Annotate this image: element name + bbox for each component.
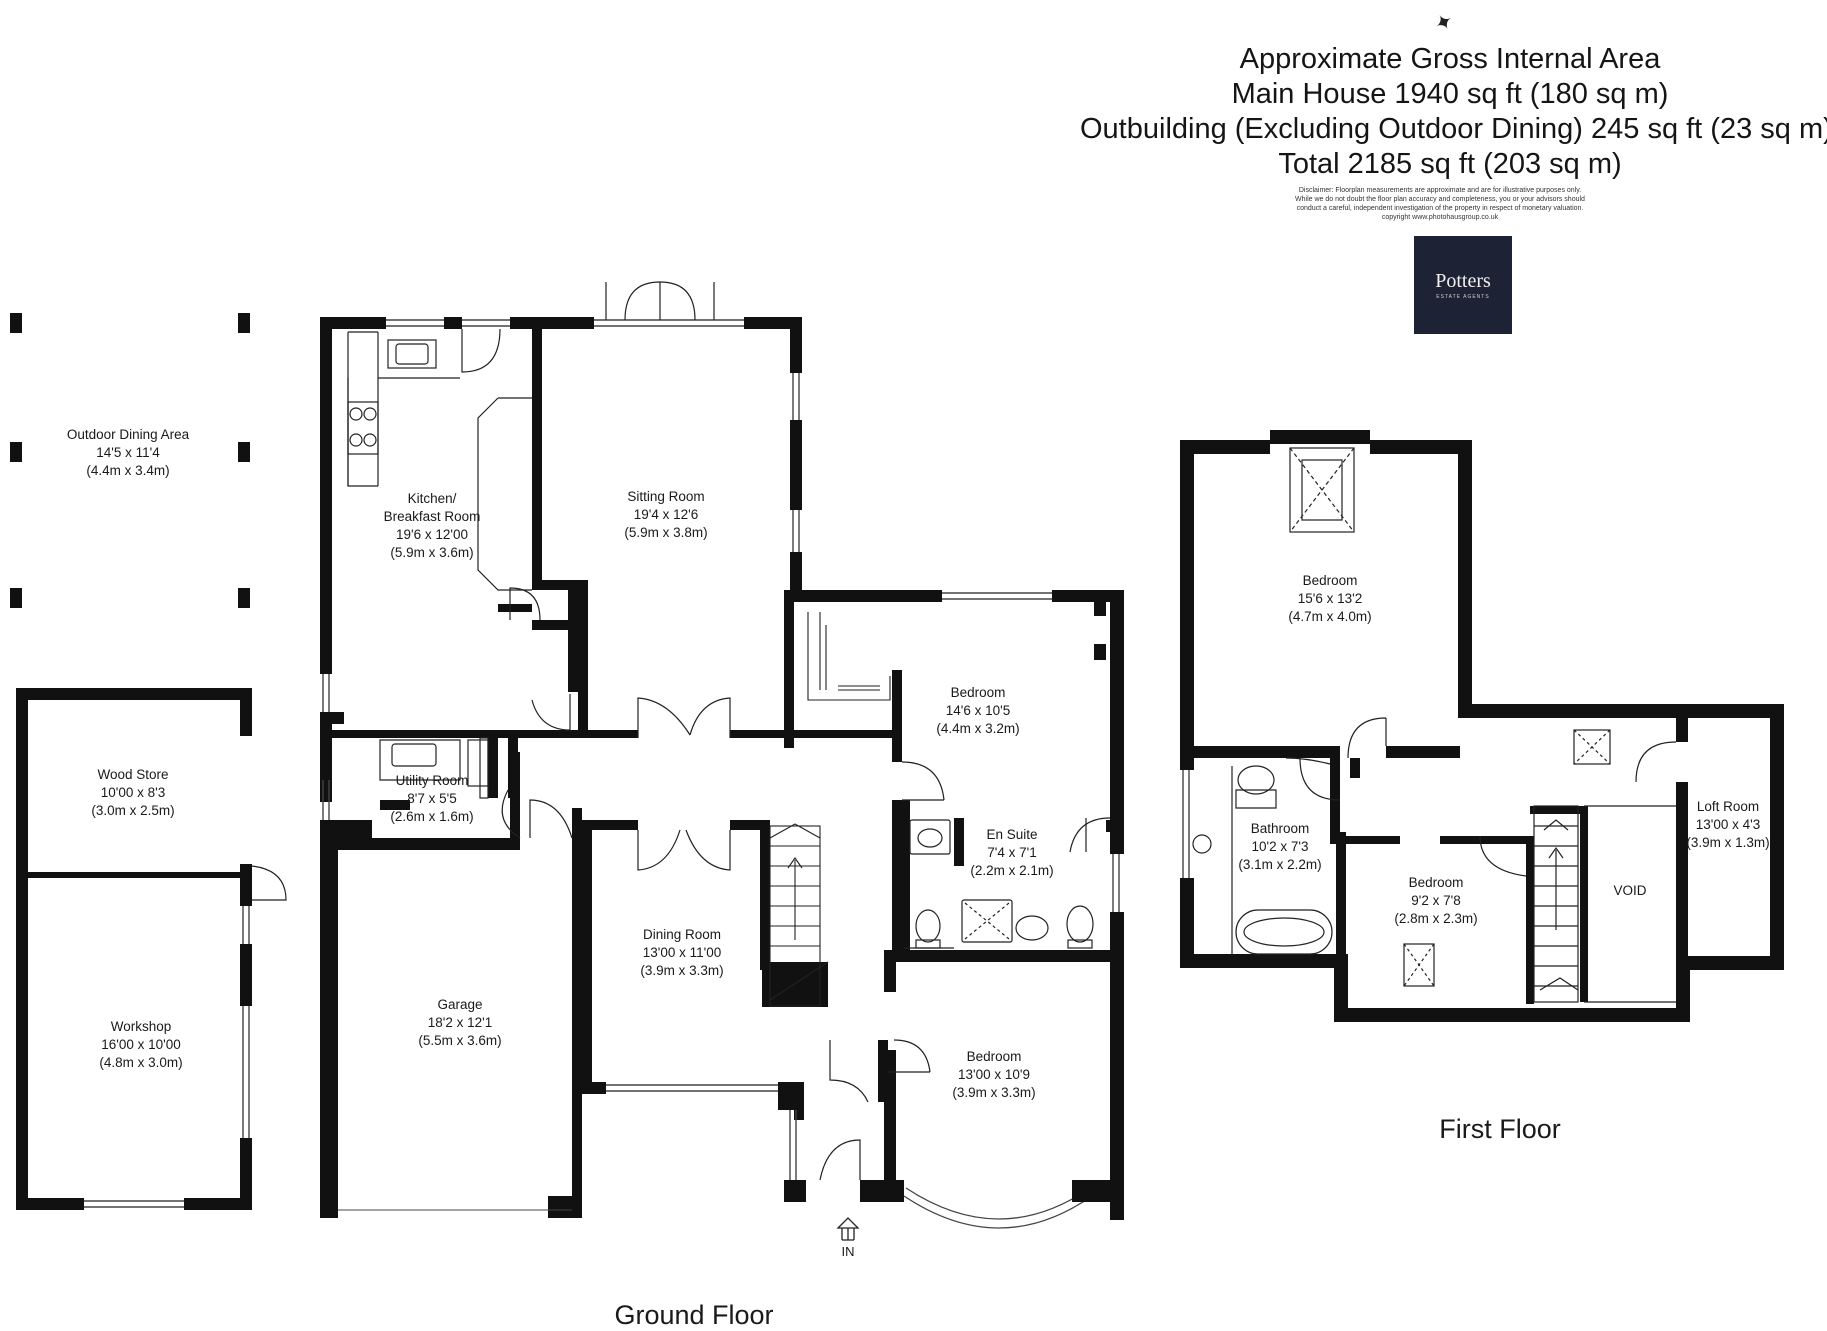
room-wood-store: Wood Store 10'00 x 8'3 (3.0m x 2.5m) [91,766,174,820]
dining-post [238,313,250,333]
room-dimensions-metric: (4.4m x 3.4m) [86,463,170,478]
room-dimensions-metric: (4.7m x 4.0m) [1288,609,1372,624]
room-name: En Suite [986,827,1038,842]
room-bedroom-ground-2: Bedroom 13'00 x 10'9 (3.9m x 3.3m) [952,1048,1035,1102]
room-sitting: Sitting Room 19'4 x 12'6 (5.9m x 3.8m) [624,488,707,542]
room-void: VOID [1613,882,1646,900]
disclaimer-line: Disclaimer: Floorplan measurements are a… [1298,187,1582,194]
outbuilding-area: Outbuilding (Excluding Outdoor Dining) 2… [1080,113,1827,145]
room-name: Garage [437,997,483,1012]
room-dimensions-imperial: 16'00 x 10'00 [101,1037,181,1052]
room-bathroom: Bathroom 10'2 x 7'3 (3.1m x 2.2m) [1238,820,1321,874]
room-dimensions-metric: (5.9m x 3.8m) [624,525,708,540]
room-dimensions-imperial: 14'6 x 10'5 [945,703,1011,718]
room-dining: Dining Room 13'00 x 11'00 (3.9m x 3.3m) [640,926,723,980]
ground-floor-label: Ground Floor [614,1300,774,1330]
room-name: Dining Room [642,927,722,942]
room-dimensions-metric: (2.8m x 2.3m) [1394,911,1478,926]
room-dimensions-imperial: 15'6 x 13'2 [1297,591,1363,606]
area-summary: Approximate Gross Internal Area Main Hou… [1080,42,1827,182]
room-bedroom-first-1: Bedroom 15'6 x 13'2 (4.7m x 4.0m) [1288,572,1371,626]
room-dimensions-imperial: 10'00 x 8'3 [100,785,166,800]
room-dimensions-metric: (4.4m x 3.2m) [936,721,1020,736]
room-outdoor-dining: Outdoor Dining Area 14'5 x 11'4 (4.4m x … [67,426,189,480]
total-area: Total 2185 sq ft (203 sq m) [1278,148,1622,180]
disclaimer-line: conduct a careful, independent investiga… [1296,205,1584,212]
entrance-label: IN [841,1244,855,1259]
room-utility: Utility Room 8'7 x 5'5 (2.6m x 1.6m) [390,772,473,826]
room-name: Outdoor Dining Area [66,427,190,442]
room-dimensions-imperial: 18'2 x 12'1 [427,1015,493,1030]
logo-subtext: ESTATE AGENTS [1436,294,1490,300]
dining-post [238,588,250,608]
room-name: Loft Room [1696,799,1760,814]
room-dimensions-metric: (3.9m x 3.3m) [952,1085,1036,1100]
room-dimensions-imperial: 8'7 x 5'5 [407,791,457,806]
room-dimensions-metric: (3.0m x 2.5m) [91,803,175,818]
logo-text: Potters [1435,270,1491,292]
room-name: Bedroom [1408,875,1464,890]
room-dimensions-imperial: 9'2 x 7'8 [1411,893,1461,908]
room-name: Wood Store [97,767,169,782]
room-dimensions-metric: (3.9m x 3.3m) [640,963,724,978]
room-dimensions-metric: (3.9m x 1.3m) [1686,835,1770,850]
potters-logo: Potters ESTATE AGENTS [1414,236,1512,334]
room-kitchen: Kitchen/ Breakfast Room 19'6 x 12'00 (5.… [384,490,481,562]
dining-post [10,588,22,608]
room-dimensions-imperial: 10'2 x 7'3 [1251,839,1309,854]
disclaimer: Disclaimer: Floorplan measurements are a… [1230,186,1650,222]
first-floor-label: First Floor [1439,1114,1561,1144]
room-name: Bedroom [950,685,1006,700]
room-bedroom-first-2: Bedroom 9'2 x 7'8 (2.8m x 2.3m) [1394,874,1477,928]
room-bedroom-ground-1: Bedroom 14'6 x 10'5 (4.4m x 3.2m) [936,684,1019,738]
room-name: Workshop [110,1019,172,1034]
room-name: VOID [1613,883,1647,898]
dining-post [10,442,22,462]
room-dimensions-metric: (3.1m x 2.2m) [1238,857,1322,872]
room-dimensions-metric: (4.8m x 3.0m) [99,1055,183,1070]
dining-post [10,313,22,333]
room-dimensions-imperial: 19'4 x 12'6 [633,507,699,522]
room-dimensions-imperial: 14'5 x 11'4 [96,445,160,460]
room-name: Sitting Room [627,489,705,504]
room-name: Kitchen/ [407,491,457,506]
room-dimensions-metric: (5.5m x 3.6m) [418,1033,502,1048]
room-en-suite: En Suite 7'4 x 7'1 (2.2m x 2.1m) [970,826,1053,880]
disclaimer-line: While we do not doubt the floor plan acc… [1295,196,1585,203]
room-name: Utility Room [395,773,469,788]
room-dimensions-metric: (2.2m x 2.1m) [970,863,1054,878]
room-dimensions-imperial: 19'6 x 12'00 [396,527,468,542]
room-name: Bedroom [966,1049,1022,1064]
room-garage: Garage 18'2 x 12'1 (5.5m x 3.6m) [418,996,501,1050]
room-dimensions-imperial: 7'4 x 7'1 [987,845,1037,860]
room-dimensions-imperial: 13'00 x 11'00 [642,945,722,960]
room-workshop: Workshop 16'00 x 10'00 (4.8m x 3.0m) [99,1018,182,1072]
dining-post [238,442,250,462]
room-dimensions-metric: (5.9m x 3.6m) [390,545,474,560]
room-dimensions-imperial: 13'00 x 4'3 [1695,817,1761,832]
room-dimensions-imperial: 13'00 x 10'9 [958,1067,1030,1082]
room-loft: Loft Room 13'00 x 4'3 (3.9m x 1.3m) [1686,798,1769,852]
room-name: Breakfast Room [383,509,481,524]
main-house-area: Main House 1940 sq ft (180 sq m) [1231,78,1669,110]
disclaimer-line: copyright www.photohausgroup.co.uk [1381,214,1499,221]
room-name: Bedroom [1302,573,1358,588]
area-title: Approximate Gross Internal Area [1239,43,1661,75]
room-dimensions-metric: (2.6m x 1.6m) [390,809,474,824]
room-name: Bathroom [1250,821,1310,836]
